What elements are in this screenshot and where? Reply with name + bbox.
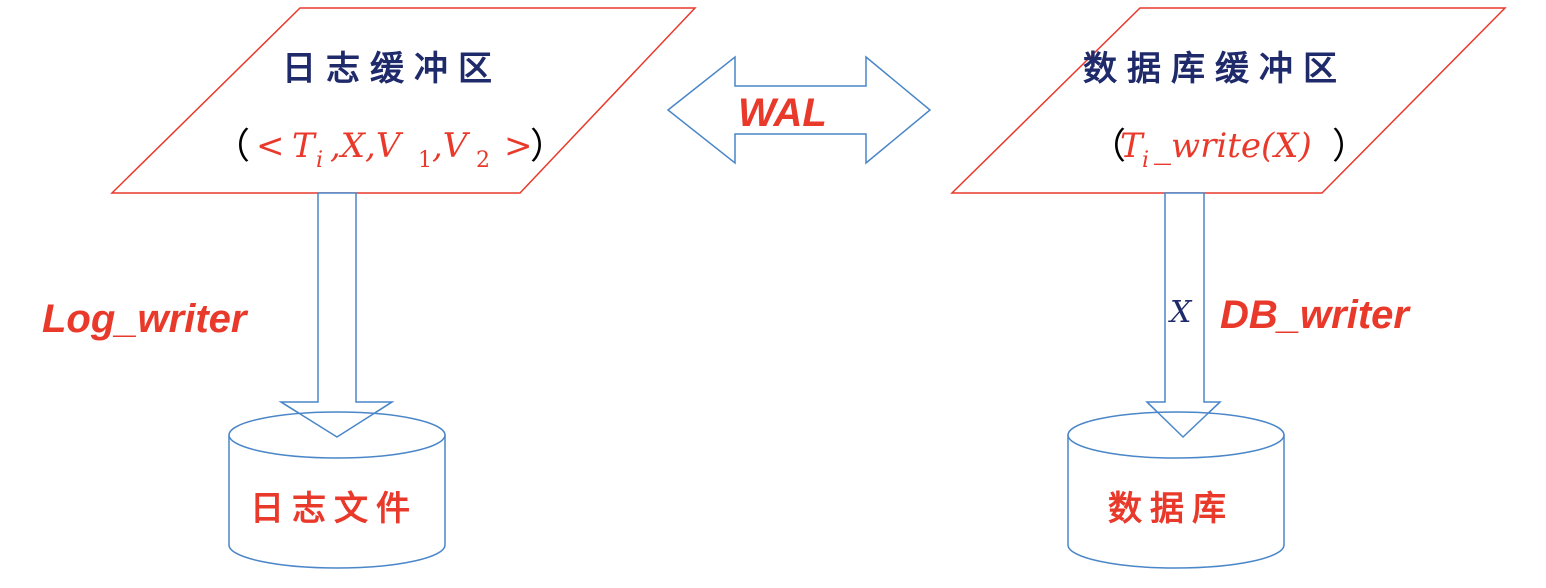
log-writer-arrow-tip-edge xyxy=(280,401,393,438)
log-buffer-record-gt: > xyxy=(504,126,533,166)
wal-double-arrow xyxy=(666,55,932,165)
log-buffer-record-1: 1 xyxy=(418,148,432,173)
db-writer-arrow-tip-edge xyxy=(1146,401,1221,439)
log-buffer-record-lt: < xyxy=(256,126,285,166)
db-buffer-T: T xyxy=(1120,126,1145,166)
db-buffer-op: _write(X) xyxy=(1154,126,1312,166)
x-label: X xyxy=(1168,295,1193,330)
log-buffer-record-2: 2 xyxy=(476,148,490,173)
log-buffer-title: 日志缓冲区 xyxy=(282,49,502,89)
db-buffer-close-paren: ） xyxy=(1332,126,1368,167)
db-buffer-i: i xyxy=(1142,148,1149,173)
log-buffer-record-sep1: ,X,V xyxy=(330,126,404,166)
log-buffer-open-paren: （ xyxy=(214,126,250,167)
log-buffer-close-paren: ） xyxy=(530,126,566,167)
db-buffer-shape xyxy=(950,7,1507,194)
log-buffer-record-i: i xyxy=(316,148,323,173)
log-buffer-shape xyxy=(110,7,697,194)
db-buffer-open-paren: （ xyxy=(1090,126,1126,167)
log-file-label: 日志文件 xyxy=(250,489,418,529)
log-writer-label: Log_writer xyxy=(42,297,249,341)
log-writer-arrow xyxy=(278,192,395,438)
log-buffer-record-T: T xyxy=(292,126,317,166)
db-writer-label: DB_writer xyxy=(1220,293,1411,337)
database-cylinder xyxy=(1067,411,1285,569)
db-buffer-title: 数据库缓冲区 xyxy=(1083,49,1347,89)
db-writer-arrow-tip xyxy=(1160,424,1206,437)
log-buffer-record-sep2: ,V xyxy=(432,126,471,166)
database-label: 数据库 xyxy=(1108,489,1234,529)
log-file-cylinder xyxy=(228,411,446,569)
wal-label: WAL xyxy=(738,91,827,135)
